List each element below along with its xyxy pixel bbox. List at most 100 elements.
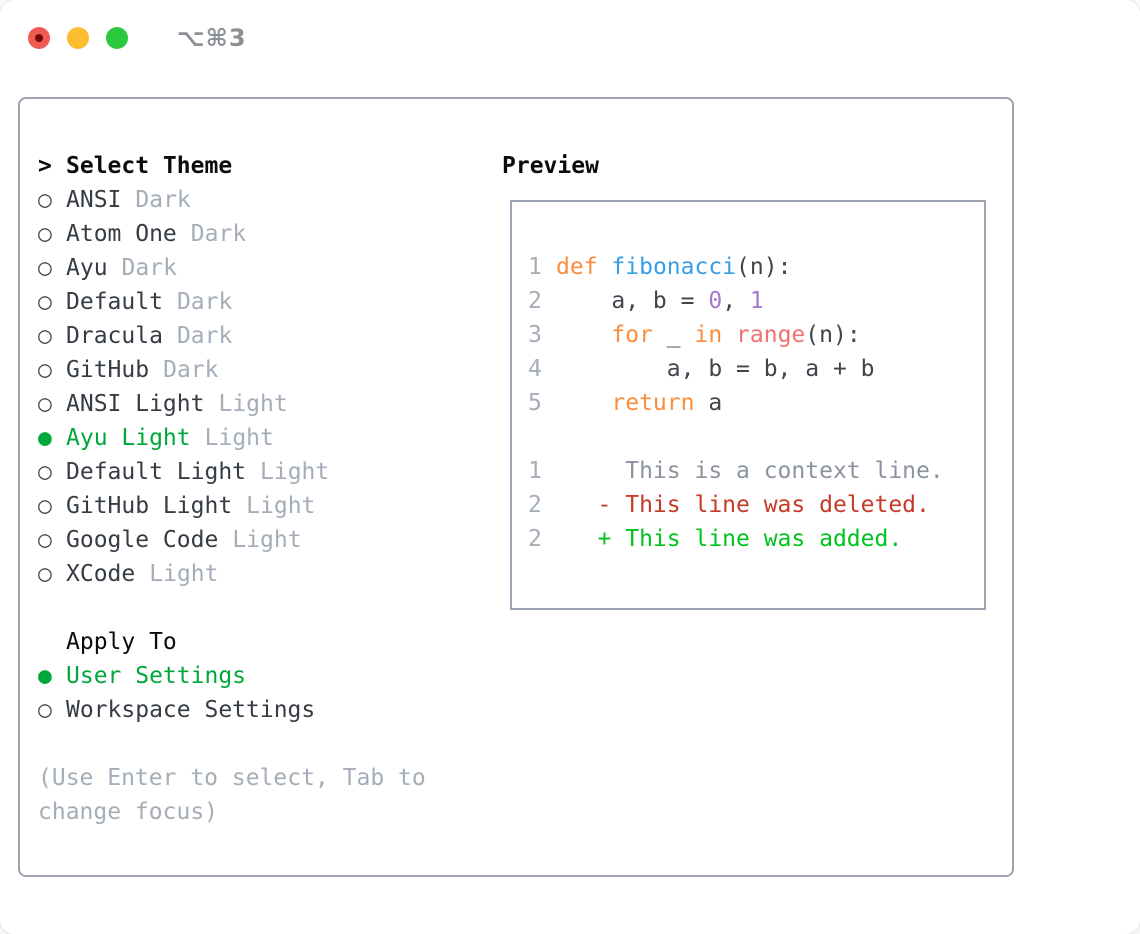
code-token: a, b = xyxy=(556,288,709,314)
line-number: 5 xyxy=(528,390,542,416)
theme-option-google-code[interactable]: ○ Google Code Light xyxy=(38,523,482,557)
preview-title: Preview xyxy=(502,153,599,179)
code-token: 0 xyxy=(708,288,723,314)
apply-to-title: Apply To xyxy=(66,629,177,655)
theme-variant: Dark xyxy=(163,357,219,383)
line-number: 4 xyxy=(528,356,542,382)
code-token: in xyxy=(694,322,723,348)
theme-variant: Dark xyxy=(135,187,191,213)
code-line: 2 a, b = 0, 1 xyxy=(528,284,984,318)
theme-option-default-dark[interactable]: ○ Default Dark xyxy=(38,285,482,319)
radio-icon: ○ xyxy=(38,493,52,519)
code-token: (n): xyxy=(736,254,792,280)
radio-icon: ○ xyxy=(38,561,52,587)
code-token xyxy=(556,322,611,348)
code-token xyxy=(722,322,736,348)
radio-icon: ○ xyxy=(38,187,52,213)
picker-title: Select Theme xyxy=(66,153,233,179)
line-number: 2 xyxy=(528,526,542,552)
line-number: 1 xyxy=(528,254,542,280)
theme-name: GitHub Light xyxy=(66,493,233,519)
diff-context-line: 1 This is a context line. xyxy=(528,454,984,488)
theme-variant: Light xyxy=(232,527,302,553)
code-line: 5 return a xyxy=(528,386,984,420)
titlebar: ⌥⌘3 xyxy=(28,24,247,52)
apply-option-user-settings[interactable]: ● User Settings xyxy=(38,659,482,693)
theme-name: Ayu xyxy=(66,255,108,281)
diff-added-line: 2 + This line was added. xyxy=(528,522,984,556)
close-button[interactable] xyxy=(28,27,50,49)
line-number: 2 xyxy=(528,288,542,314)
theme-name: Default xyxy=(66,289,163,315)
diff-context-text: This is a context line. xyxy=(556,458,944,484)
theme-name: Default Light xyxy=(66,459,247,485)
theme-name: Atom One xyxy=(66,221,177,247)
apply-option-label: User Settings xyxy=(66,663,247,689)
theme-name: Ayu Light xyxy=(66,425,191,451)
radio-icon: ○ xyxy=(38,323,52,349)
code-token: a, b = b, a + b xyxy=(556,356,875,382)
code-token: def xyxy=(556,254,598,280)
theme-variant: Dark xyxy=(121,255,177,281)
line-number: 2 xyxy=(528,492,542,518)
radio-icon: ○ xyxy=(38,697,52,723)
radio-icon: ○ xyxy=(38,459,52,485)
minimize-button[interactable] xyxy=(67,27,89,49)
apply-option-label: Workspace Settings xyxy=(66,697,316,723)
theme-variant: Dark xyxy=(190,221,247,247)
theme-variant: Light xyxy=(260,459,330,485)
line-number: 3 xyxy=(528,322,542,348)
code-token: _ xyxy=(652,322,695,348)
code-token: (n): xyxy=(805,322,861,348)
radio-icon: ○ xyxy=(38,527,52,553)
theme-option-default-light[interactable]: ○ Default Light Light xyxy=(38,455,482,489)
theme-option-dracula-dark[interactable]: ○ Dracula Dark xyxy=(38,319,482,353)
theme-variant: Light xyxy=(246,493,316,519)
theme-name: Dracula xyxy=(66,323,163,349)
diff-deleted-line: 2 - This line was deleted. xyxy=(528,488,984,522)
apply-to-header-row: Apply To xyxy=(38,625,482,659)
code-line: 3 for _ in range(n): xyxy=(528,318,984,352)
theme-name: ANSI Light xyxy=(66,391,205,417)
radio-icon: ○ xyxy=(38,221,52,247)
zoom-button[interactable] xyxy=(106,27,128,49)
code-token: range xyxy=(736,322,806,348)
code-token: , xyxy=(722,288,750,314)
picker-header: > Select Theme xyxy=(38,149,482,183)
theme-option-ansi-dark[interactable]: ○ ANSI Dark xyxy=(38,183,482,217)
code-line: 1 def fibonacci(n): xyxy=(528,250,984,284)
radio-icon: ○ xyxy=(38,289,52,315)
theme-variant: Light xyxy=(218,391,288,417)
theme-name: ANSI xyxy=(66,187,122,213)
apply-option-workspace-settings[interactable]: ○ Workspace Settings xyxy=(38,693,482,727)
theme-option-atom-one-dark[interactable]: ○ Atom One Dark xyxy=(38,217,482,251)
theme-variant: Light xyxy=(149,561,219,587)
theme-name: Google Code xyxy=(66,527,219,553)
radio-icon: ○ xyxy=(38,391,52,417)
cursor-icon: > xyxy=(38,153,52,179)
theme-option-github-light[interactable]: ○ GitHub Light Light xyxy=(38,489,482,523)
code-line: 4 a, b = b, a + b xyxy=(528,352,984,386)
code-token: for xyxy=(611,322,653,348)
radio-selected-icon: ● xyxy=(38,425,52,451)
code-token: return xyxy=(611,390,695,416)
theme-variant: Dark xyxy=(176,289,233,315)
code-token: fibonacci xyxy=(611,254,737,280)
radio-icon: ○ xyxy=(38,357,52,383)
theme-variant: Dark xyxy=(176,323,233,349)
window-title: ⌥⌘3 xyxy=(177,24,247,52)
radio-selected-icon: ● xyxy=(38,663,52,689)
code-token: a xyxy=(694,390,723,416)
code-token: 1 xyxy=(749,288,764,314)
blank-line xyxy=(528,420,984,454)
theme-option-ansi-light[interactable]: ○ ANSI Light Light xyxy=(38,387,482,421)
